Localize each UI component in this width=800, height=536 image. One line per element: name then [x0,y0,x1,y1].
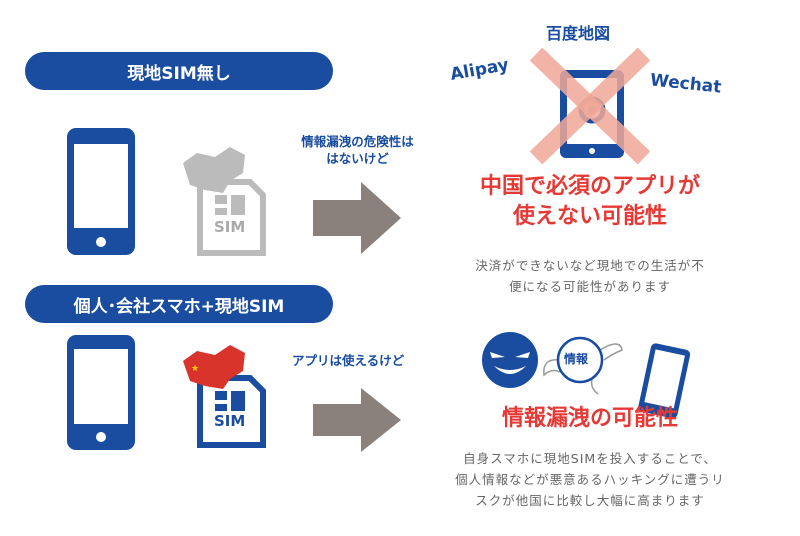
section1-note: 情報漏洩の危険性は はないけど [280,133,435,167]
desc-line: 決済ができないなど現地での生活が不 [475,258,705,273]
flying-info-icon [543,336,623,395]
sim-card-china-icon: ★ [183,345,266,448]
note-line: 情報漏洩の危険性は [301,134,414,149]
desc-line: 便になる可能性があります [508,279,671,294]
app-label-wechat: Wechat [649,70,723,98]
section2-title-pill: 個人･会社スマホ+現地SIM [25,285,333,323]
smartphone-icon [67,335,135,450]
desc-line: 自身スマホに現地SIMを投入することで、 [463,451,717,466]
section2-description: 自身スマホに現地SIMを投入することで、 個人情報などが悪意あるハッキングに遭う… [400,448,780,511]
info-bubble-label: 情報 [564,352,589,366]
arrow-right-icon [313,388,401,452]
app-label-alipay: Alipay [448,55,511,85]
app-label-baidu: 百度地図 [546,24,611,43]
section1-title-pill: 現地SIM無し [25,52,333,90]
svg-text:★: ★ [191,364,199,374]
smartphone-tilted-icon [638,343,691,419]
desc-line: 個人情報などが悪意あるハッキングに遭うリ [455,472,725,487]
sim-card-gray-icon [183,147,266,256]
result-line: 中国で必須のアプリが [479,174,700,199]
smartphone-icon [67,128,135,255]
sim-label: SIM [214,412,246,430]
arrow-right-icon [313,182,401,254]
result-line: 使えない可能性 [512,204,667,229]
section1-description: 決済ができないなど現地での生活が不 便になる可能性があります [420,255,760,297]
section2-note: アプリは使えるけど [292,353,405,368]
desc-line: スクが他国に比較し大幅に高まります [475,493,705,508]
section1-result: 中国で必須のアプリが 使えない可能性 [440,172,740,232]
note-line: はないけど [326,151,389,166]
hacker-face-icon [482,332,538,388]
tablet-crossed-icon [530,48,650,164]
section2-result: 情報漏洩の可能性 [501,406,678,431]
sim-label: SIM [214,218,246,236]
